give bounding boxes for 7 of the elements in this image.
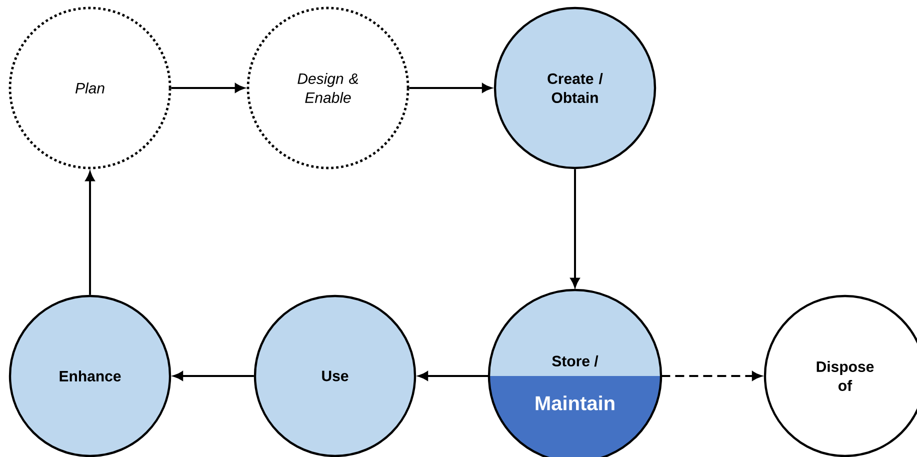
arrow: [570, 169, 580, 288]
arrow: [174, 371, 254, 381]
arrow: [661, 371, 762, 381]
arrow: [171, 83, 244, 93]
arrow: [418, 371, 489, 381]
arrow: [85, 172, 95, 295]
arrow: [409, 83, 492, 93]
